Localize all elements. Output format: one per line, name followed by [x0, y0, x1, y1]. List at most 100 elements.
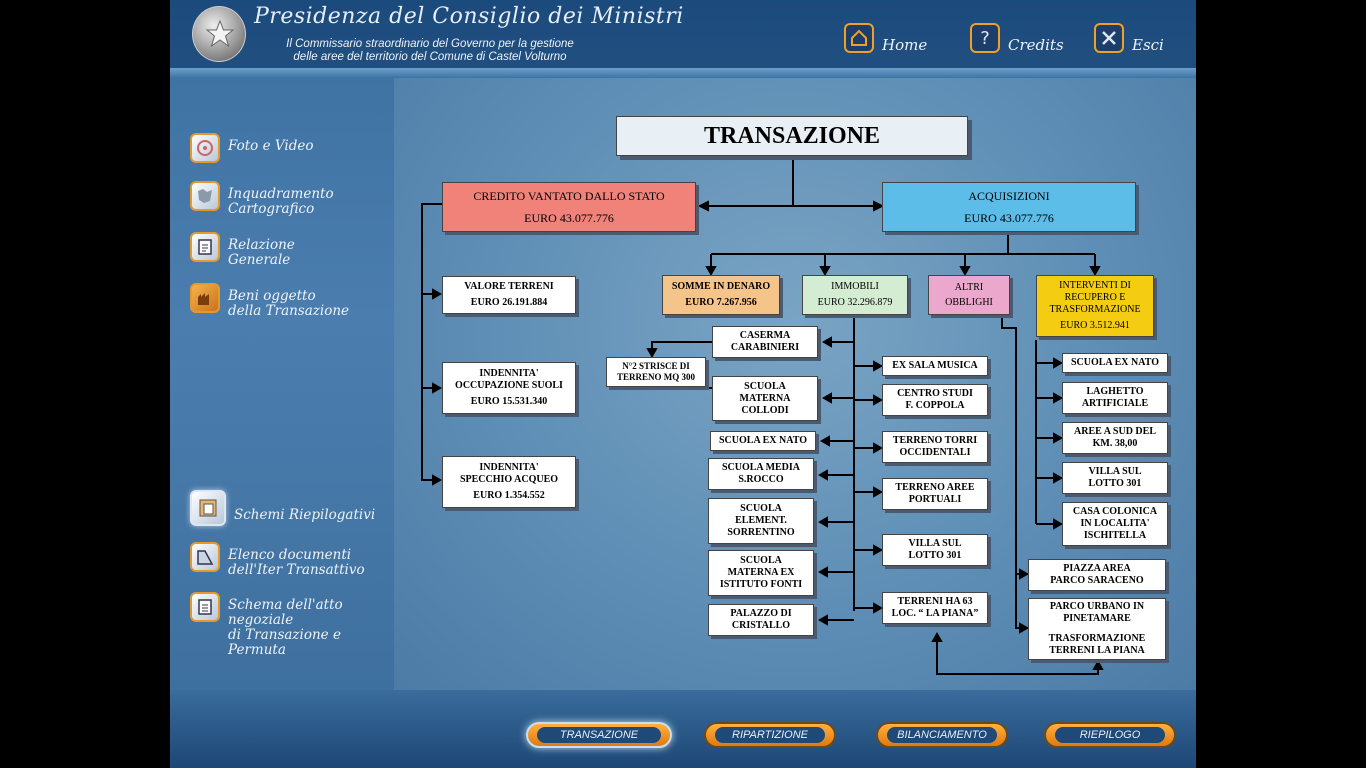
header: Presidenza del Consiglio dei Ministri Il… [170, 0, 1196, 72]
sidebar-item-elenco[interactable]: Elenco documenti dell'Iter Transattivo [190, 542, 365, 578]
sidebar-item-schemi[interactable]: Schemi Riepilogativi [190, 490, 375, 526]
exit-button[interactable]: Esci [1094, 22, 1164, 54]
immobili-label: IMMOBILI [831, 281, 879, 292]
immobili-left-item: SCUOLA MATERNA COLLODI [712, 376, 818, 421]
immobili-right-item-label: TERRENI HA 63 LOC. “ LA PIANA” [891, 596, 979, 619]
interventi-item: CASA COLONICA IN LOCALITA' ISCHITELLA [1062, 502, 1168, 546]
header-subtitle-line1: Il Commissario straordinario del Governo… [286, 38, 574, 50]
immobili-left-item-label: SCUOLA MATERNA EX ISTITUTO FONTI [719, 555, 803, 590]
diagram-panel: TRANSAZIONE CREDITO VANTATO DALLO STATO … [394, 78, 1196, 690]
indennita-suoli-box: INDENNITA' OCCUPAZIONE SUOLI EURO 15.531… [442, 362, 576, 414]
acquisizioni-value: EURO 43.077.776 [964, 211, 1054, 225]
altri-obblighi-item-label: PIAZZA AREA PARCO SARACENO [1050, 563, 1144, 586]
exit-label: Esci [1132, 36, 1164, 54]
credito-value: EURO 43.077.776 [524, 211, 614, 225]
header-divider [170, 68, 1196, 78]
sidebar-item-relazione[interactable]: Relazione Generale [190, 232, 295, 268]
sidebar-item-label: Relazione Generale [228, 237, 295, 268]
tab-bilanciamento[interactable]: BILANCIAMENTO [876, 722, 1008, 748]
sidebar-item-label: Elenco documenti dell'Iter Transattivo [228, 547, 365, 578]
diagram-title: TRANSAZIONE [616, 116, 968, 156]
credits-button[interactable]: ? Credits [970, 22, 1064, 54]
diagram-connectors [421, 158, 1104, 675]
immobili-right-item-label: EX SALA MUSICA [892, 360, 978, 371]
republic-emblem-icon [192, 6, 246, 62]
somme-value: EURO 7.267.956 [685, 297, 757, 308]
parco-urbano-label: PARCO URBANO IN PINETAMARE [1049, 601, 1145, 624]
acquisizioni-label: ACQUISIZIONI [968, 189, 1050, 203]
altri-obblighi-item: PIAZZA AREA PARCO SARACENO [1028, 559, 1166, 591]
sidebar-item-label: Foto e Video [228, 138, 314, 154]
sidebar-item-schema-atto[interactable]: Schema dell'atto negoziale di Transazion… [190, 592, 394, 658]
immobili-left-item: SCUOLA ELEMENT. SORRENTINO [708, 498, 814, 544]
diagram-icon [190, 490, 226, 526]
immobili-left-item: SCUOLA MATERNA EX ISTITUTO FONTI [708, 550, 814, 596]
svg-text:?: ? [980, 28, 990, 48]
immobili-left-item-label: PALAZZO DI CRISTALLO [730, 608, 792, 631]
question-icon: ? [970, 23, 1000, 53]
home-icon [844, 23, 874, 53]
immobili-box: IMMOBILI EURO 32.296.879 [802, 275, 908, 315]
immobili-right-item-label: VILLA SUL LOTTO 301 [908, 538, 962, 561]
immobili-right-item: TERRENO TORRI OCCIDENTALI [882, 431, 988, 463]
valore-terreni-label: VALORE TERRENI [464, 281, 554, 292]
footer-nav: TRANSAZIONE RIPARTIZIONE BILANCIAMENTO R… [170, 690, 1196, 768]
immobili-right-item: CENTRO STUDI F. COPPOLA [882, 384, 988, 416]
interventi-box: INTERVENTI DI RECUPERO E TRASFORMAZIONE … [1036, 275, 1154, 337]
home-button[interactable]: Home [844, 22, 927, 54]
somme-label: SOMME IN DENARO [671, 281, 771, 292]
sidebar-item-beni[interactable]: Beni oggetto della Transazione [190, 283, 349, 319]
immobili-right-item-label: CENTRO STUDI F. COPPOLA [897, 388, 973, 411]
immobili-left-item-label: SCUOLA MATERNA COLLODI [739, 380, 791, 416]
tab-ripartizione-label: RIPARTIZIONE [715, 727, 825, 743]
immobili-left-item-label: SCUOLA MEDIA S.ROCCO [721, 462, 801, 485]
close-icon [1094, 23, 1124, 53]
credito-label: CREDITO VANTATO DALLO STATO [473, 189, 665, 203]
interventi-item-label: CASA COLONICA IN LOCALITA' ISCHITELLA [1072, 506, 1158, 541]
interventi-item-label: SCUOLA EX NATO [1071, 357, 1159, 368]
interventi-item-label: VILLA SUL LOTTO 301 [1088, 466, 1142, 489]
building-icon [190, 283, 220, 313]
tab-ripartizione[interactable]: RIPARTIZIONE [704, 722, 836, 748]
strisce-box: N°2 STRISCE DI TERRENO MQ 300 [606, 357, 706, 387]
immobili-left-item: CASERMA CARABINIERI [712, 326, 818, 358]
sidebar-item-inquadramento[interactable]: Inquadramento Cartografico [190, 181, 334, 217]
home-label: Home [882, 36, 928, 54]
interventi-item: VILLA SUL LOTTO 301 [1062, 462, 1168, 494]
immobili-value: EURO 32.296.879 [817, 297, 893, 308]
tab-transazione[interactable]: TRANSAZIONE [526, 722, 672, 748]
sidebar-item-label: Inquadramento Cartografico [228, 186, 334, 217]
tab-transazione-label: TRANSAZIONE [537, 727, 661, 743]
interventi-item: AREE A SUD DEL KM. 38,00 [1062, 422, 1168, 454]
immobili-right-item: VILLA SUL LOTTO 301 [882, 534, 988, 566]
map-icon [190, 181, 220, 211]
header-subtitle-line2: delle aree del territorio del Comune di … [293, 51, 567, 63]
credito-box: CREDITO VANTATO DALLO STATO EURO 43.077.… [442, 182, 696, 232]
indennita-suoli-label: INDENNITA' OCCUPAZIONE SUOLI [455, 368, 563, 391]
list-icon [190, 592, 220, 622]
tab-riepilogo-label: RIEPILOGO [1055, 727, 1165, 743]
interventi-label: INTERVENTI DI RECUPERO E TRASFORMAZIONE [1049, 280, 1141, 315]
sidebar-item-label: Schemi Riepilogativi [234, 507, 376, 523]
immobili-right-item-label: TERRENO AREE PORTUALI [895, 482, 975, 505]
indennita-acqueo-value: EURO 1.354.552 [473, 490, 545, 501]
altri-obblighi-label: ALTRI OBBLIGHI [945, 282, 993, 308]
immobili-left-item: SCUOLA MEDIA S.ROCCO [708, 458, 814, 490]
diagram-title-text: TRANSAZIONE [703, 123, 881, 149]
somme-box: SOMME IN DENARO EURO 7.267.956 [662, 275, 780, 315]
immobili-right-item-label: TERRENO TORRI OCCIDENTALI [892, 435, 978, 458]
credits-label: Credits [1008, 36, 1064, 54]
valore-terreni-value: EURO 26.191.884 [470, 297, 548, 308]
altri-obblighi-box: ALTRI OBBLIGHI [928, 275, 1010, 315]
sidebar-item-label: Schema dell'atto negoziale di Transazion… [228, 597, 343, 658]
tab-riepilogo[interactable]: RIEPILOGO [1044, 722, 1176, 748]
indennita-acqueo-box: INDENNITA' SPECCHIO ACQUEO EURO 1.354.55… [442, 456, 576, 508]
immobili-left-item-label: SCUOLA EX NATO [719, 435, 807, 446]
altri-obblighi-item: PARCO URBANO IN PINETAMARE TRASFORMAZION… [1028, 598, 1166, 660]
immobili-right-item: TERRENI HA 63 LOC. “ LA PIANA” [882, 592, 988, 624]
sidebar-item-label: Beni oggetto della Transazione [228, 288, 350, 319]
trasformazione-label: TRASFORMAZIONE TERRENI LA PIANA [1048, 633, 1146, 656]
immobili-right-item: TERRENO AREE PORTUALI [882, 478, 988, 510]
sidebar-item-foto-video[interactable]: Foto e Video [190, 133, 313, 163]
immobili-left-item: PALAZZO DI CRISTALLO [708, 604, 814, 636]
